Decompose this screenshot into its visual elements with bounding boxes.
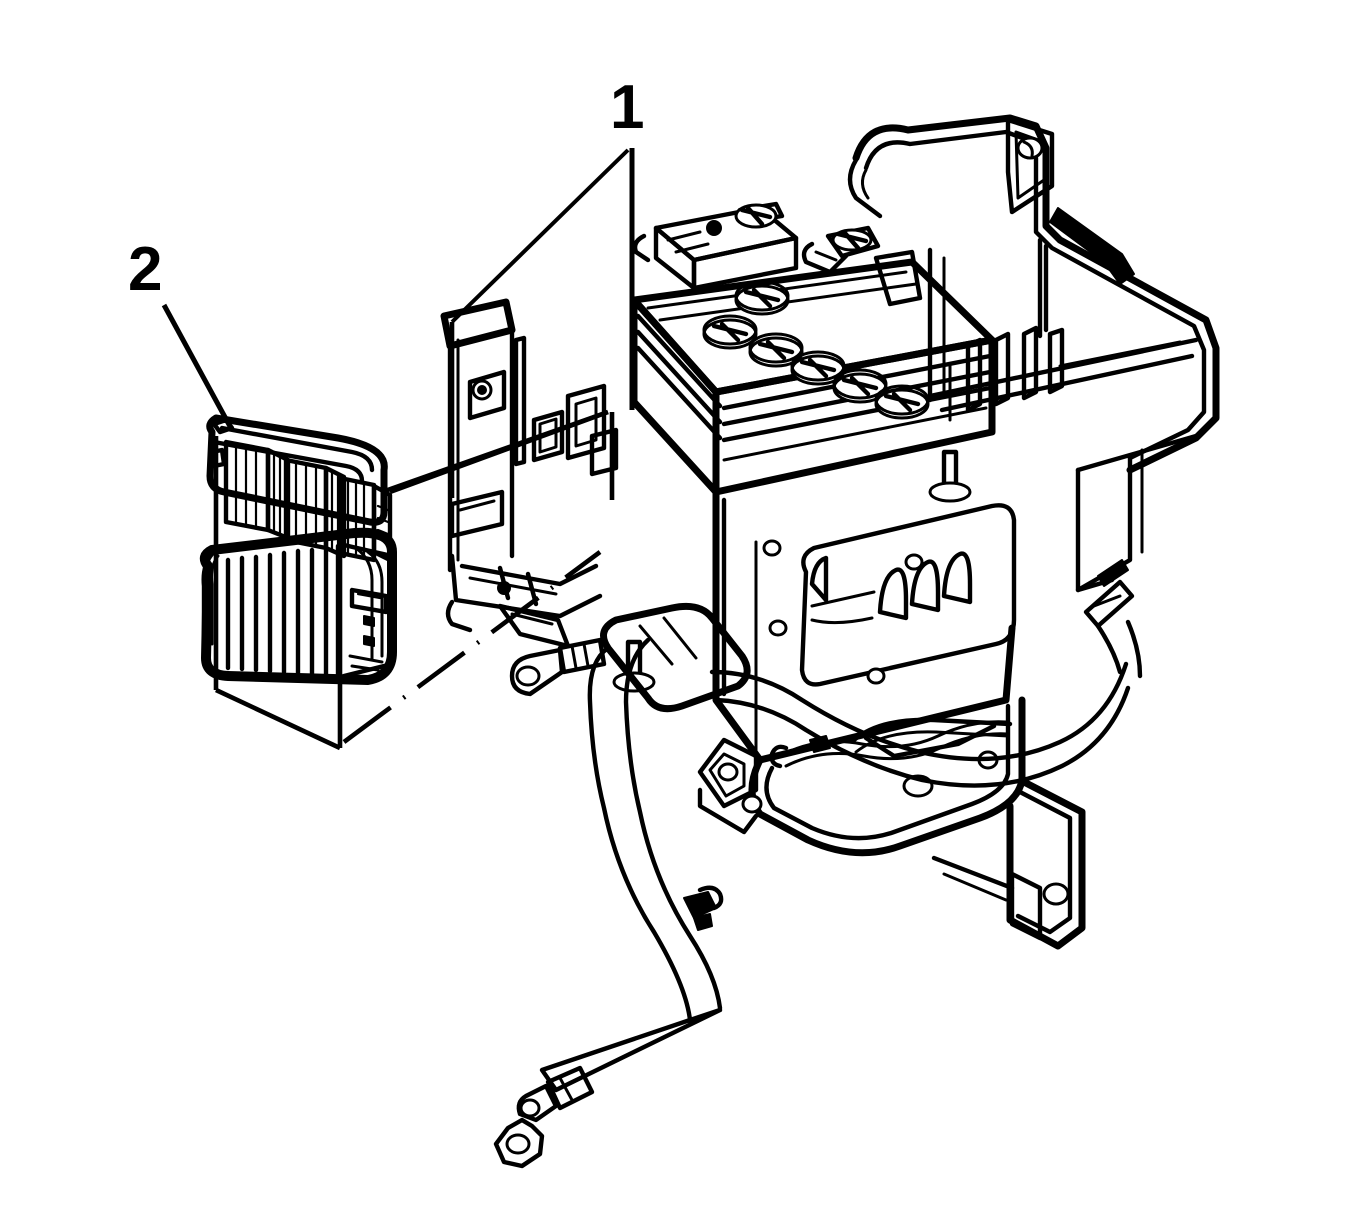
ground-cable xyxy=(769,720,1010,769)
battery-positive-terminal xyxy=(632,201,799,291)
engine-control-module xyxy=(199,414,397,685)
battery xyxy=(630,201,996,496)
callout-1-leader xyxy=(450,148,635,410)
battery-negative-terminal xyxy=(801,225,881,275)
hose-lower-terminal xyxy=(493,1007,723,1169)
callout-2-leader xyxy=(161,303,235,432)
coolant-hoses xyxy=(493,559,1143,1169)
alignment-dash-dot-line xyxy=(342,550,602,744)
phantom-alignment-outline xyxy=(213,322,615,751)
tray-front-ribs xyxy=(809,551,973,625)
tray-mounting-studs xyxy=(612,449,972,693)
battery-tray-left-wall xyxy=(440,298,619,649)
hose-clamp xyxy=(683,885,724,931)
battery-cell-caps xyxy=(702,280,930,420)
ecm-heatsink-fins xyxy=(225,543,341,679)
battery-tray xyxy=(612,114,1220,950)
tray-fins xyxy=(948,325,1065,422)
hose-left-fitting xyxy=(509,637,607,697)
callout-label-2: 2 xyxy=(128,235,162,304)
callout-label-1: 1 xyxy=(610,73,644,142)
